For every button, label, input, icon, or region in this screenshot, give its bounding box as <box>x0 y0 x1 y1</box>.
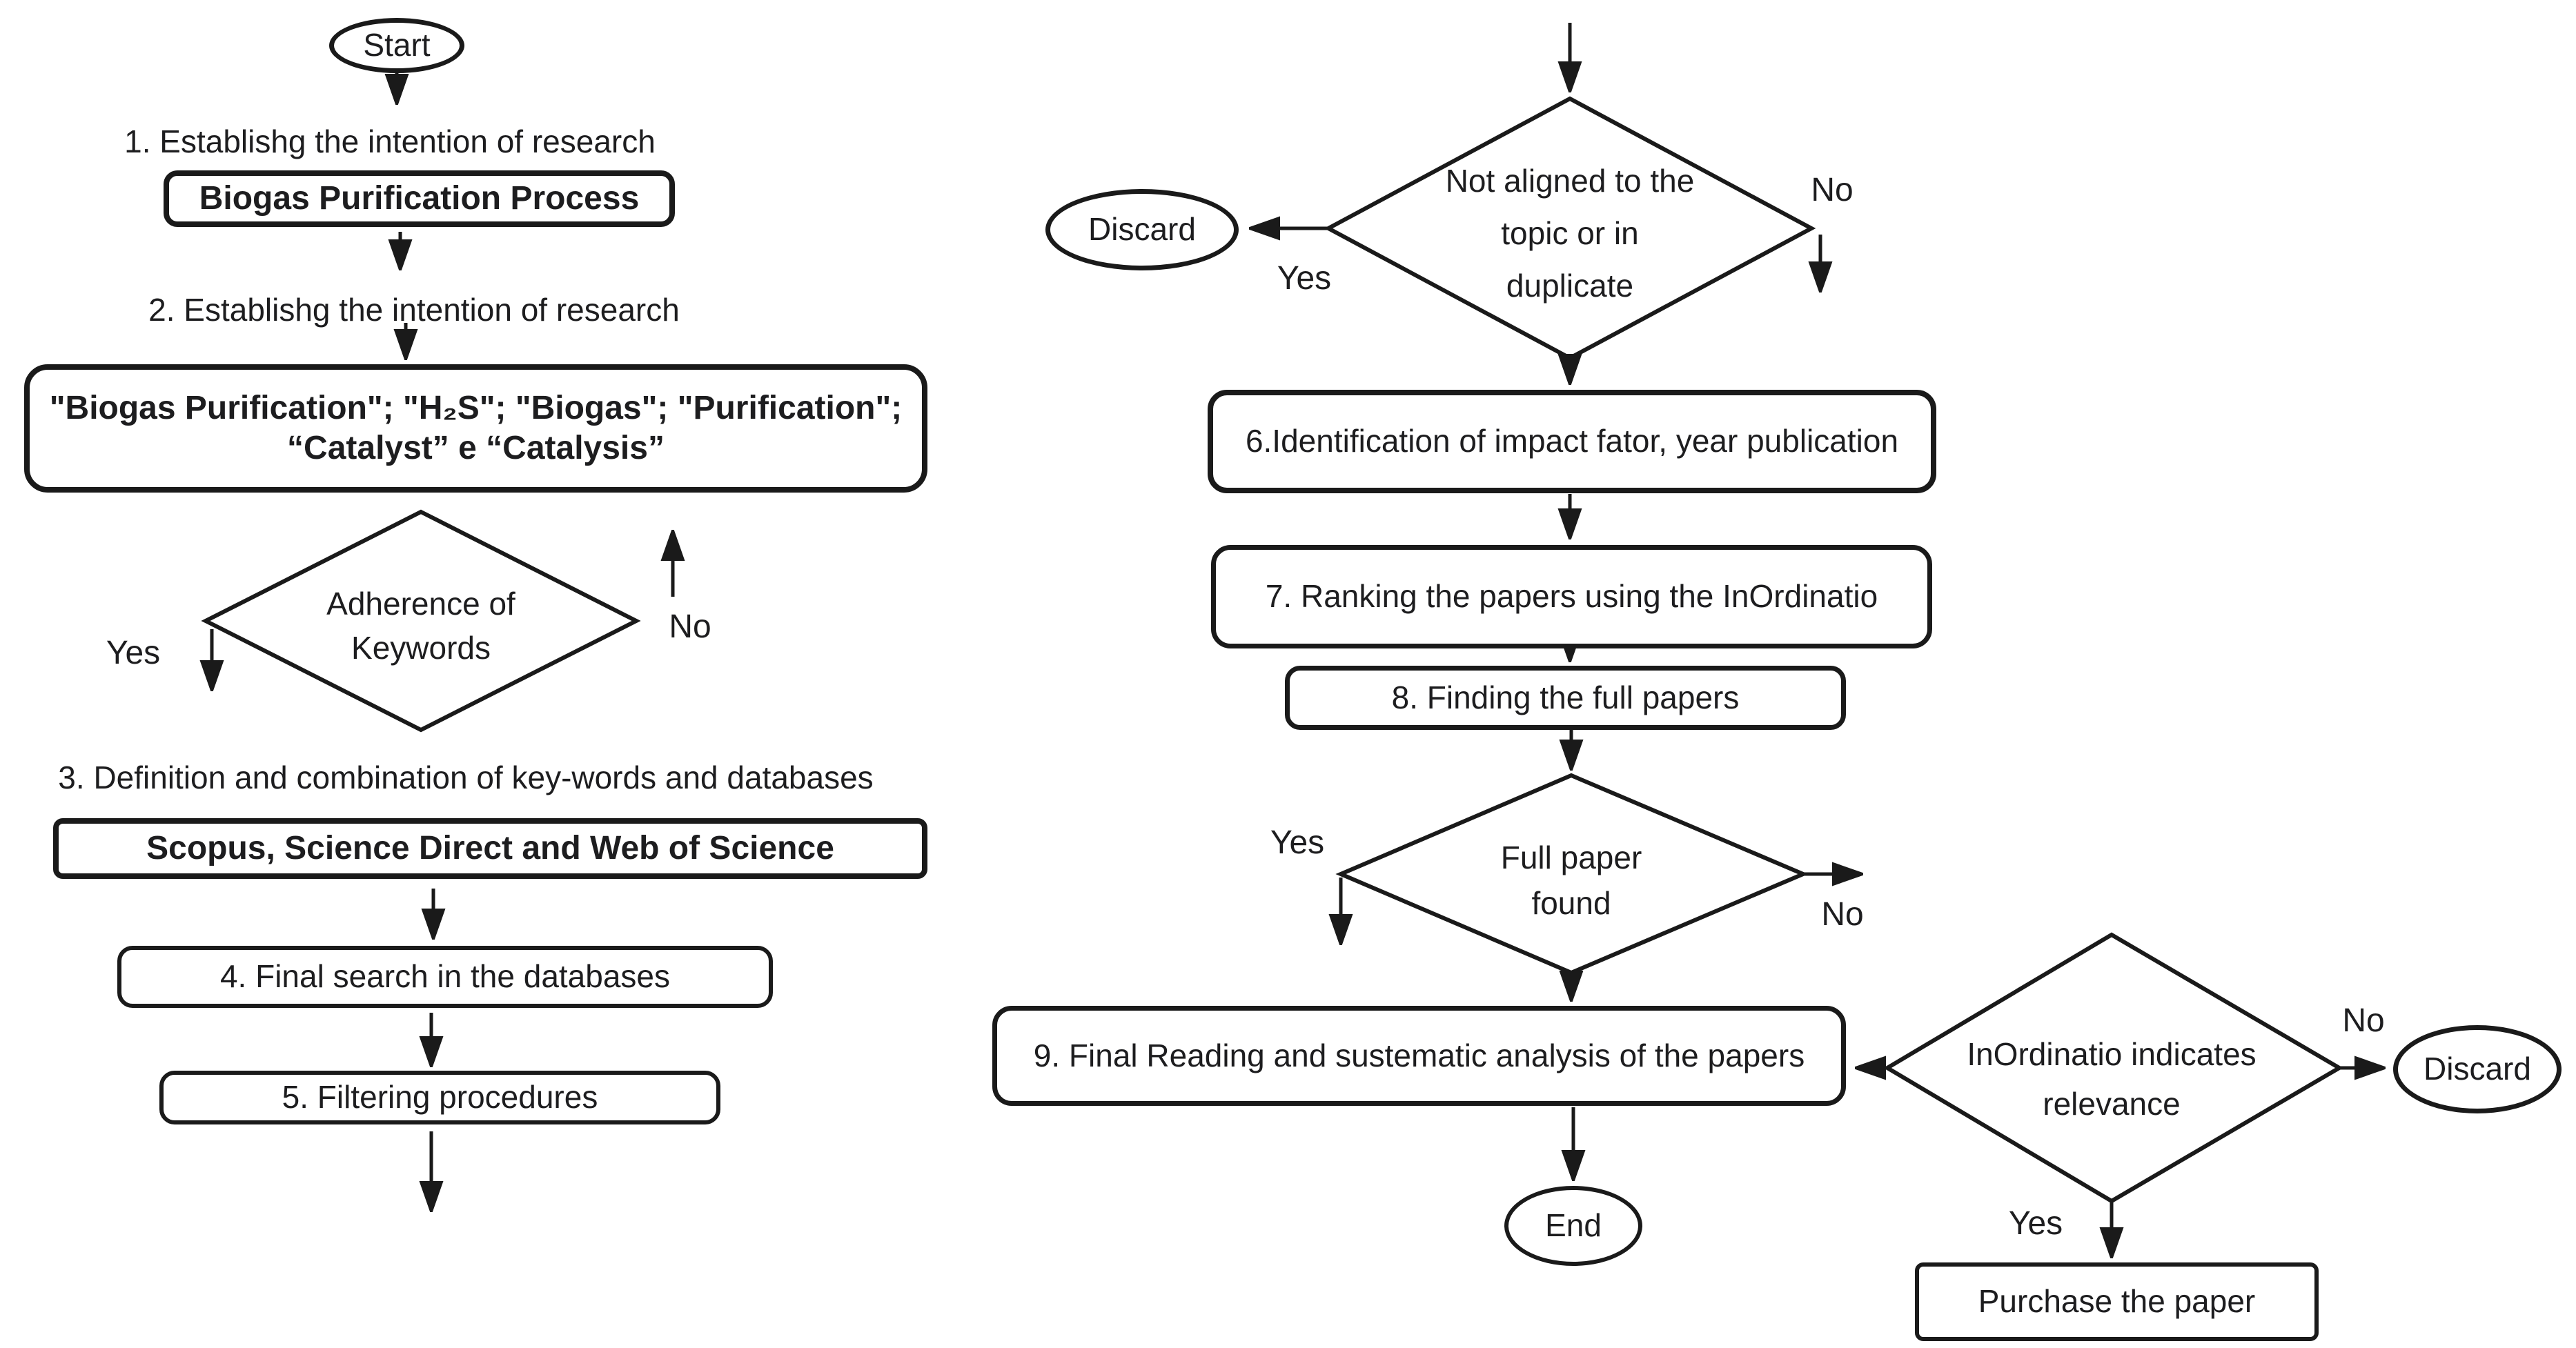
not-aligned-diamond-text: Not aligned to the topic or in duplicate <box>1363 155 1777 312</box>
not-aligned-text-line-2: topic or in <box>1501 215 1639 251</box>
inordinatio-text-line-1: InOrdinatio indicates <box>1967 1036 2257 1072</box>
step3-caption: 3. Definition and combination of key-wor… <box>58 760 874 795</box>
keywords-line-2: “Catalyst” e “Catalysis” <box>287 430 665 466</box>
step7-box: 7. Ranking the papers using the InOrdina… <box>1211 545 1932 648</box>
end-terminator: End <box>1504 1186 1642 1266</box>
not-aligned-yes-label: Yes <box>1277 260 1332 297</box>
adherence-text-line-1: Adherence of <box>326 586 515 622</box>
full-paper-text-line-2: found <box>1531 885 1611 921</box>
inordinatio-yes-label: Yes <box>2008 1205 2063 1242</box>
topic-box: Biogas Purification Process <box>164 170 675 227</box>
adherence-diamond-text: Adherence of Keywords <box>248 582 593 670</box>
step9-box: 9. Final Reading and sustematic analysis… <box>992 1006 1846 1106</box>
full-paper-diamond-text: Full paper found <box>1399 835 1744 926</box>
full-paper-yes-label: Yes <box>1270 824 1325 861</box>
not-aligned-text-line-1: Not aligned to the <box>1445 163 1695 199</box>
databases-box: Scopus, Science Direct and Web of Scienc… <box>53 818 927 879</box>
not-aligned-text-line-3: duplicate <box>1506 268 1634 304</box>
purchase-box: Purchase the paper <box>1915 1262 2319 1341</box>
adherence-diamond <box>201 509 641 733</box>
start-terminator: Start <box>329 18 464 73</box>
adherence-text-line-2: Keywords <box>351 630 491 666</box>
adherence-no-label: No <box>669 608 711 645</box>
keywords-box: "Biogas Purification"; "H₂S"; "Biogas"; … <box>24 364 927 493</box>
step5-box: 5. Filtering procedures <box>159 1071 720 1124</box>
adherence-yes-label: Yes <box>106 635 161 671</box>
step6-box: 6.Identification of impact fator, year p… <box>1208 390 1936 493</box>
step4-box: 4. Final search in the databases <box>117 946 773 1008</box>
full-paper-no-label: No <box>1821 896 1864 933</box>
discard-left-terminator: Discard <box>1045 189 1239 270</box>
discard-right-terminator: Discard <box>2393 1025 2562 1113</box>
step1-caption: 1. Establishg the intention of research <box>124 123 656 159</box>
step2-caption: 2. Establishg the intention of research <box>148 292 680 328</box>
keywords-line-1: "Biogas Purification"; "H₂S"; "Biogas"; … <box>49 390 903 427</box>
full-paper-text-line-1: Full paper <box>1500 840 1642 875</box>
inordinatio-no-label: No <box>2342 1002 2385 1039</box>
not-aligned-no-label: No <box>1811 172 1854 208</box>
inordinatio-text-line-2: relevance <box>2043 1086 2181 1122</box>
step8-box: 8. Finding the full papers <box>1285 666 1846 730</box>
inordinatio-diamond-text: InOrdinatio indicates relevance <box>1905 1029 2319 1129</box>
inordinatio-diamond <box>1883 932 2343 1204</box>
